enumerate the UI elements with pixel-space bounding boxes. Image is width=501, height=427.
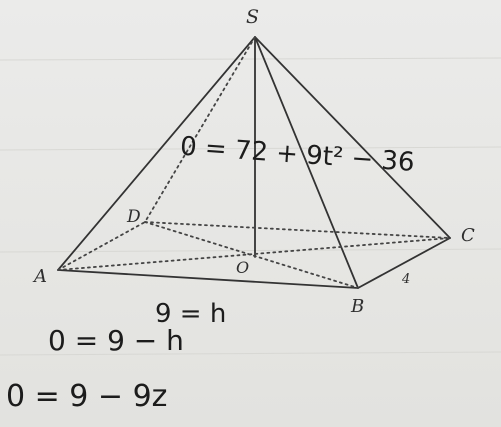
edge-label-BC: 4 (401, 272, 410, 287)
handwritten-line-1: 9 = h (155, 299, 226, 329)
vertex-label-D: D (126, 207, 141, 227)
edge-AD (57, 221, 146, 271)
edge-BC (357, 237, 451, 289)
edge-SD (144, 36, 256, 223)
hidden-edges (57, 36, 451, 289)
diagonal-DB (144, 221, 359, 289)
vertex-label-B: B (350, 296, 364, 317)
solid-edges (57, 36, 451, 289)
vertex-label-O: O (236, 258, 249, 277)
vertex-label-C: C (461, 225, 475, 246)
edge-SC (254, 36, 451, 239)
edge-AB (57, 269, 359, 289)
handwritten-line-3: 0 = 9 − 9z (6, 379, 167, 414)
vertex-label-A: A (32, 266, 47, 287)
handwritten-line-2: 0 = 9 − h (48, 324, 184, 357)
vertex-label-S: S (246, 6, 259, 28)
paper-texture (0, 57, 501, 356)
diagonal-AC (57, 237, 451, 271)
edge-DC (144, 221, 451, 239)
edge-SA (57, 36, 256, 271)
